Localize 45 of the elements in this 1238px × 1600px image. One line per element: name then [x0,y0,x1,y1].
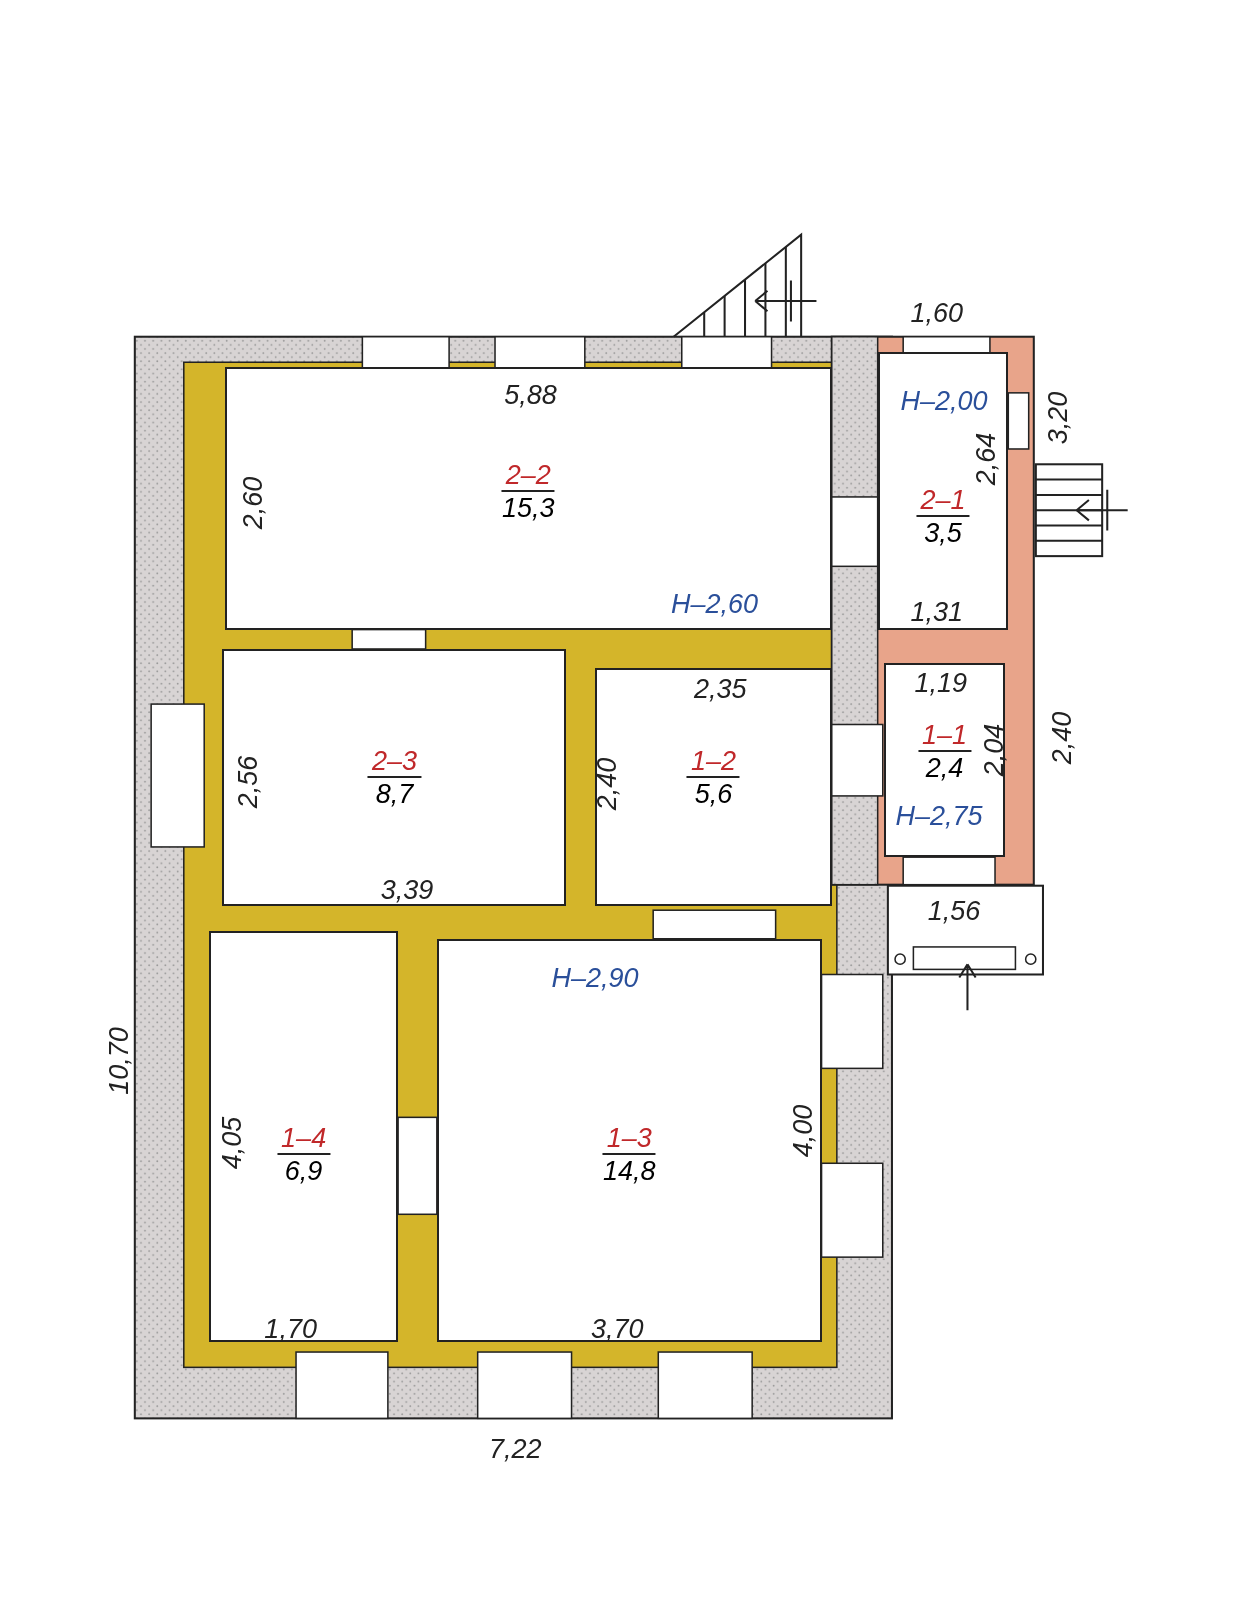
dimension-label: 4,00 [788,1104,818,1158]
room-number: 2–1 [916,485,970,518]
dimension-label: 3,20 [1043,392,1074,445]
ceiling-height-label: Н–2,60 [670,589,758,620]
room-area: 5,6 [694,778,733,809]
ceiling-height-label: Н–2,75 [895,801,983,832]
dimension-label: 1,70 [264,1313,317,1344]
dimension-label: 7,22 [488,1434,542,1465]
room-area: 8,7 [375,778,414,809]
room-number: 2–2 [501,459,555,492]
room-number: 1–1 [918,720,972,753]
dimension-label: 1,60 [910,298,963,329]
room [883,663,1006,858]
ceiling-height-label: Н–2,90 [551,962,639,993]
room-area: 3,5 [924,518,962,549]
dimension-label: 1,31 [910,597,963,628]
dimension-label: 2,04 [978,723,1009,777]
dimension-label: 2,40 [1047,711,1078,765]
room [436,938,822,1343]
dimension-label: 10,70 [104,1027,135,1096]
room-number: 1–4 [277,1123,331,1156]
room [595,668,832,907]
dimension-label: 2,60 [237,476,268,530]
dimension-label: 3,70 [590,1313,644,1344]
room-area: 14,8 [602,1156,656,1187]
dimension-label: 2,35 [694,673,747,704]
dimension-label: 2,64 [971,433,1002,486]
room [209,930,399,1343]
room-number: 2–3 [367,745,421,778]
room-number: 1–3 [602,1123,656,1156]
room-area: 15,3 [501,492,555,523]
dimension-label: 1,56 [927,896,981,927]
dimension-label: 4,05 [217,1116,248,1170]
dimension-label: 2,56 [232,755,263,809]
room-area: 6,9 [284,1156,323,1187]
room [877,352,1009,630]
dimension-label: 1,19 [914,667,968,698]
ceiling-height-label: Н–2,00 [900,386,988,417]
room-area: 2,4 [925,753,964,784]
dimension-label: 5,88 [504,379,557,410]
room [224,367,832,630]
dimension-label: 2,40 [592,757,623,811]
room-number: 1–2 [686,745,740,778]
dimension-label: 3,39 [380,874,434,905]
room [222,649,567,907]
